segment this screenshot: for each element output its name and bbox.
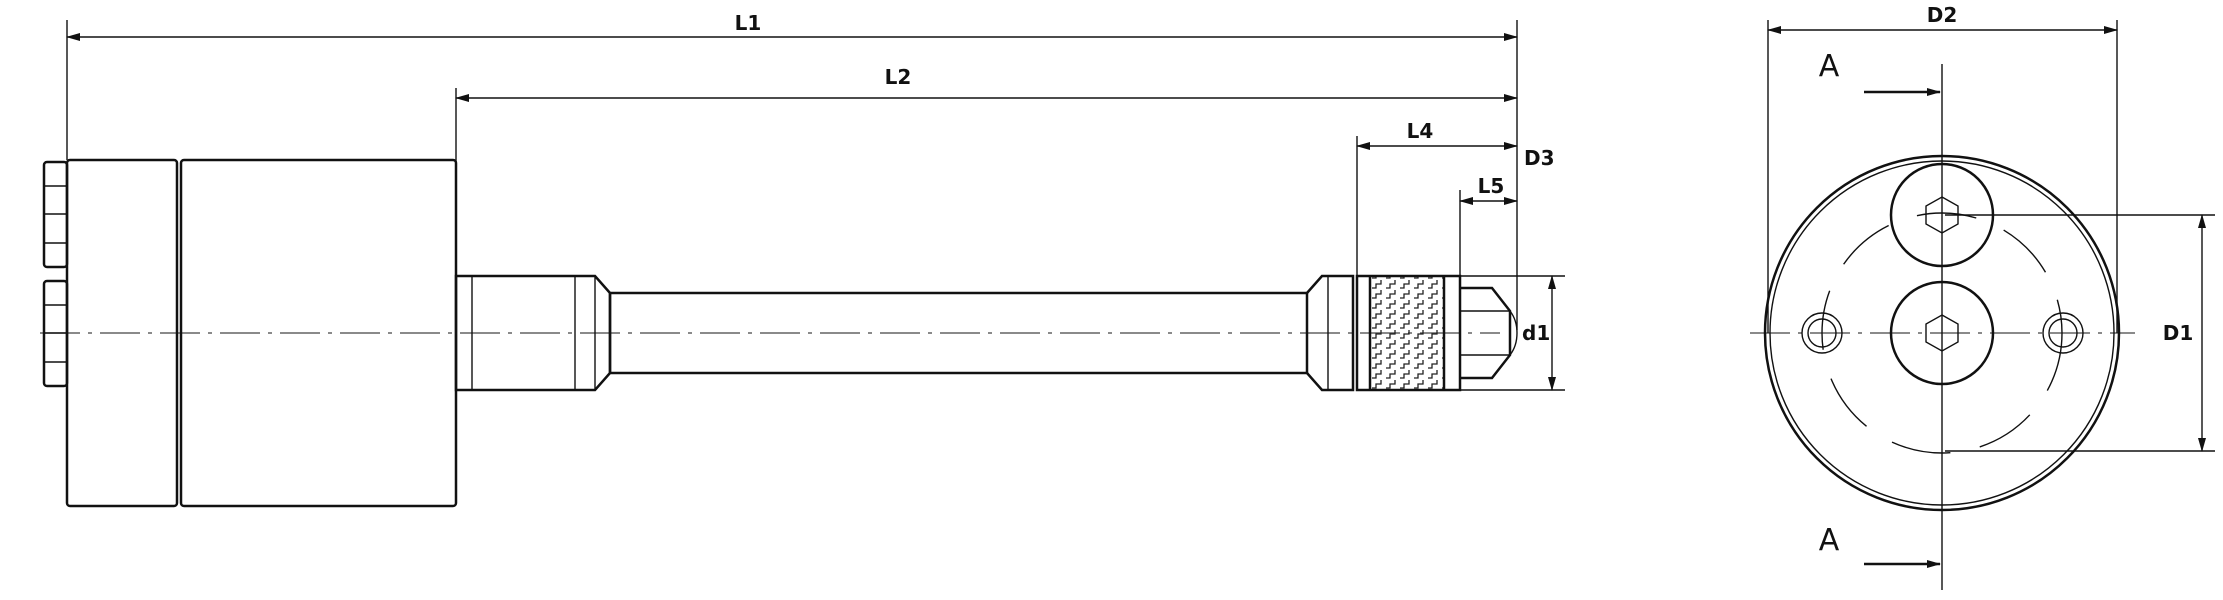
hole-right [2042,312,2084,354]
dim-label-D3: D3 [1524,146,1555,170]
screw-center [1889,280,1995,386]
knurled-nut [1355,274,1462,392]
dim-label-D1: D1 [2163,321,2194,345]
taper [1306,274,1355,392]
front-dimension-lines [1767,20,2215,452]
shaft [608,291,1309,375]
dim-label-D2: D2 [1927,3,1958,27]
flange [65,158,179,508]
knurl-pattern [1370,276,1444,390]
outer-circle [1763,154,2121,512]
dim-label-d1: d1 [1522,321,1550,345]
hex-socket-icon [1925,196,1959,234]
dimension-lines [66,20,1565,391]
dim-label-L2: L2 [885,65,912,89]
nose [1460,286,1512,380]
front-view: D2 D1 A A [1750,3,2215,590]
hex-socket-icon [1925,314,1959,352]
side-view: L1 L2 L4 L5 D3 d1 [40,11,1565,508]
dim-label-L5: L5 [1478,174,1505,198]
dim-label-L1: L1 [735,11,762,35]
section-label-top: A [1819,49,1840,84]
hole-left [1801,312,1843,354]
bolt-circle [1821,212,2063,454]
dim-label-L4: L4 [1407,119,1434,143]
section-label-bottom: A [1819,523,1840,558]
